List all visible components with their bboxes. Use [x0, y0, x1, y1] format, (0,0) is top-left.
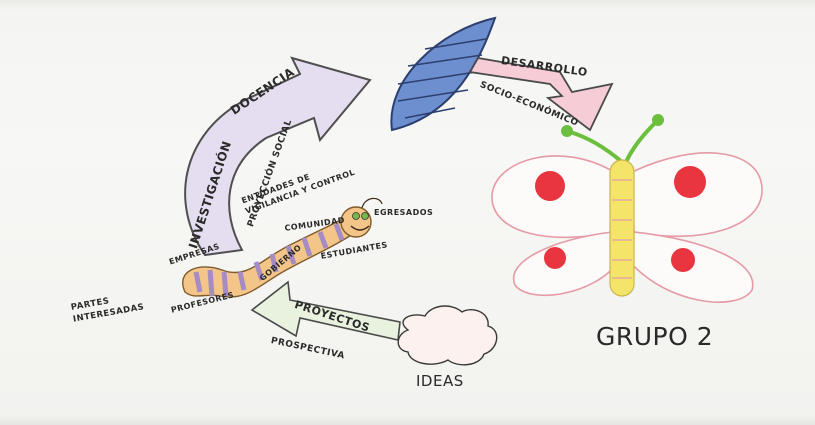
label-ideas: IDEAS — [416, 372, 464, 390]
ideas-cloud — [397, 305, 498, 366]
poster-title: GRUPO 2 — [596, 322, 714, 351]
cocoon-icon — [390, 16, 497, 132]
paper-edge-top — [0, 0, 815, 10]
pink-arrow — [468, 57, 614, 132]
green-arrow — [250, 280, 401, 341]
butterfly-icon — [491, 114, 763, 303]
worm-icon — [182, 197, 383, 298]
paper-edge-bottom — [0, 415, 815, 425]
purple-curved-arrow — [184, 56, 372, 257]
label-egresados: EGRESADOS — [374, 208, 434, 217]
